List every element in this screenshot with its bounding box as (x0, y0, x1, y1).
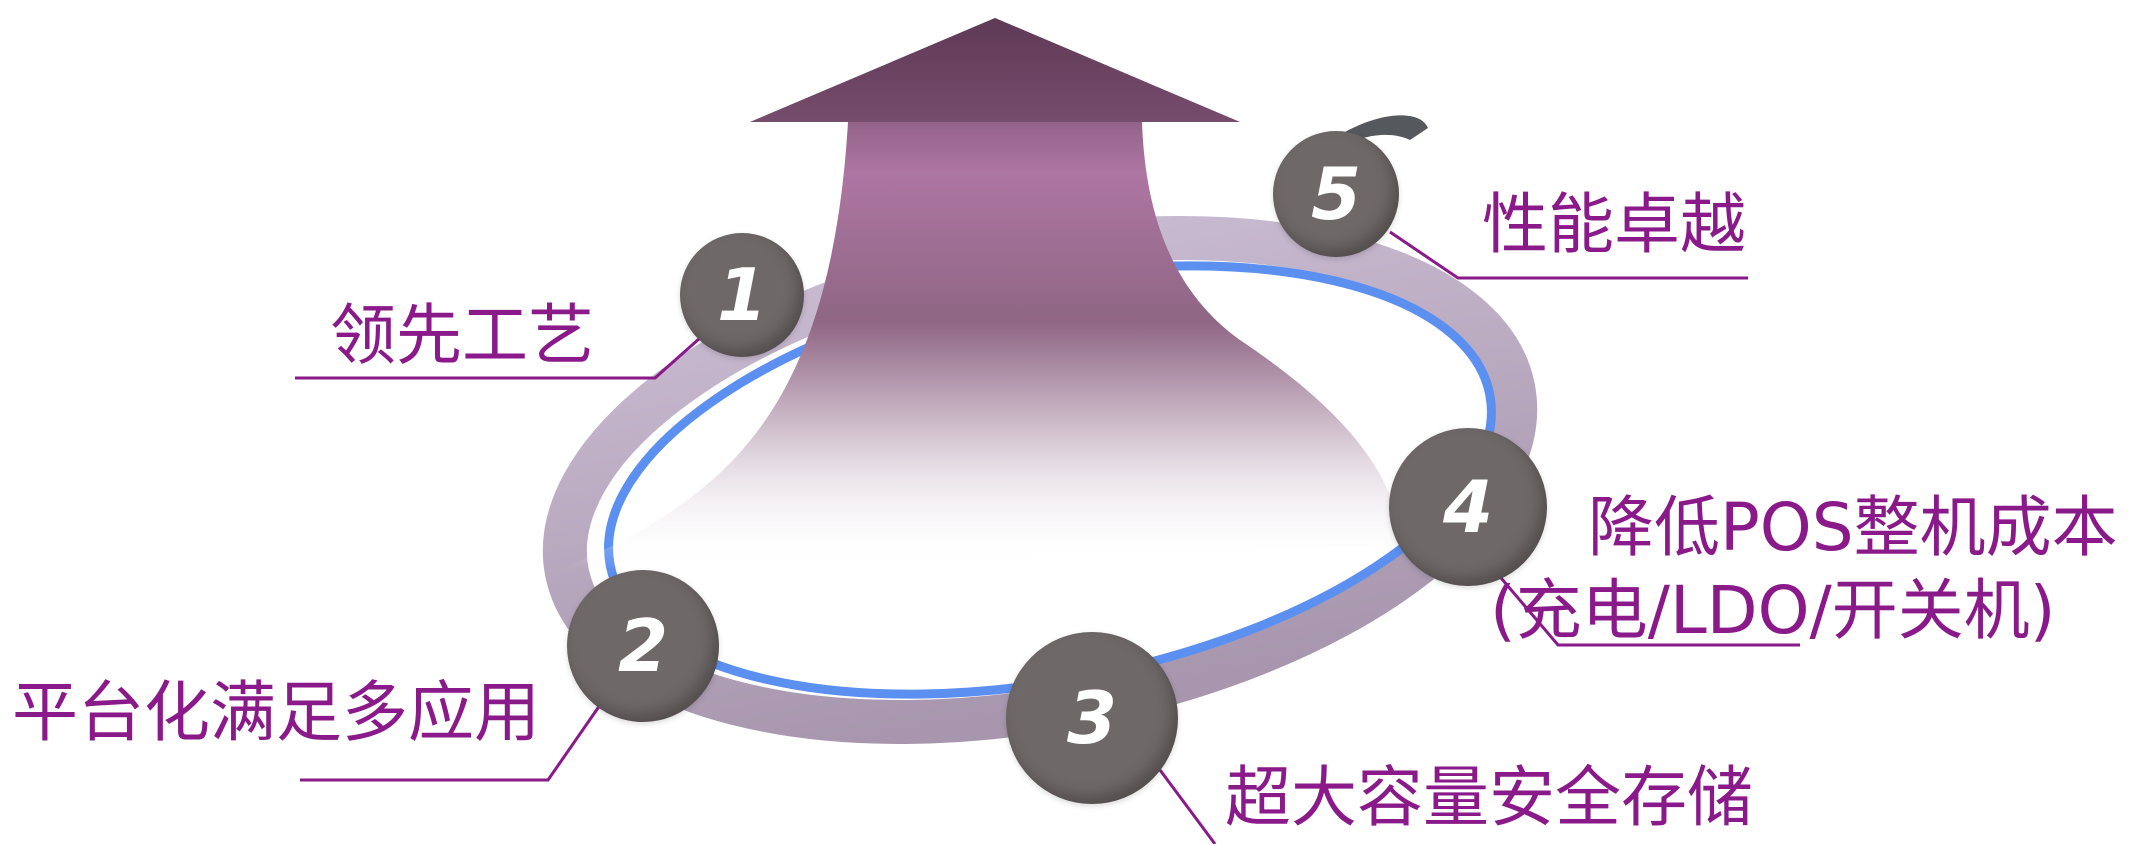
node-1-number: 1 (716, 253, 768, 337)
node-3-circle: 3 (1006, 632, 1178, 804)
node-4-circle: 4 (1389, 428, 1547, 586)
node-2-circle: 2 (567, 570, 719, 722)
node-2-number: 2 (617, 604, 669, 688)
node-4-number: 4 (1442, 465, 1494, 549)
node-4-label-line1: 降低POS整机成本 (1588, 489, 2118, 566)
node-5-label: 性能卓越 (1482, 186, 1746, 263)
node-1-label: 领先工艺 (330, 297, 594, 374)
node-3-number: 3 (1066, 676, 1118, 760)
leader-line-4 (1488, 564, 1800, 647)
leader-line-5 (1389, 230, 1748, 280)
node-5-circle: 5 (1273, 131, 1399, 257)
leader-line-2 (300, 704, 602, 782)
node-3-label: 超大容量安全存储 (1225, 759, 1753, 836)
up-arrow (560, 18, 1400, 570)
leader-line-1 (295, 336, 701, 380)
node-1-circle: 1 (680, 233, 804, 357)
node-4-label-line2: (充电/LDO/开关机) (1490, 572, 2056, 649)
node-2-label: 平台化满足多应用 (12, 674, 540, 751)
node-5-number: 5 (1310, 152, 1362, 236)
leader-line-3 (1158, 769, 1217, 844)
arrow-top-edge (750, 18, 1240, 122)
